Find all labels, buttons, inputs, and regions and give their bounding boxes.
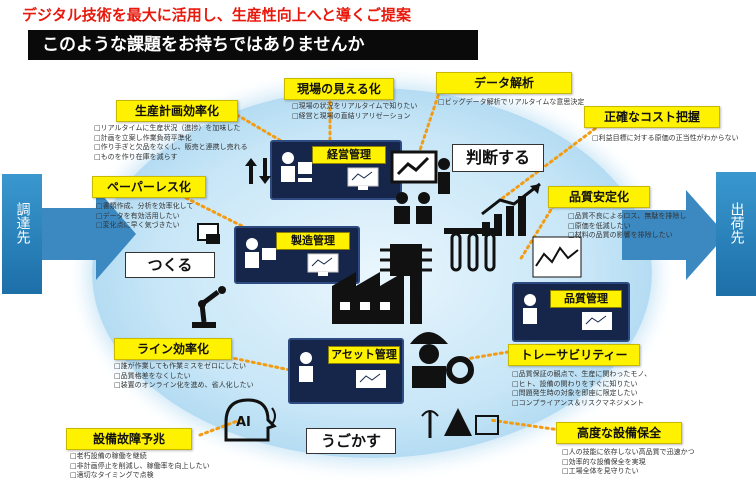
maintenance-icons — [421, 408, 499, 438]
issue-hozen-title: 高度な設備保全 — [556, 422, 682, 444]
presentation-meeting-icon — [390, 150, 450, 224]
factory-icon — [332, 260, 422, 324]
up-down-arrows-icon — [245, 158, 271, 184]
operator-icon — [245, 238, 276, 268]
hinshitsu-panel: 品質管理 — [512, 282, 630, 342]
issue-trace-title: トレーサビリティー — [508, 344, 640, 366]
issue-item: □書類作成、分析を効率化して — [96, 202, 194, 210]
issue-cost-title: 正確なコスト把握 — [584, 106, 720, 128]
issue-data-items: □ビッグデータ解析でリアルタイムな意思決定 — [438, 98, 584, 108]
issue-item: □品質格差をなくしたい — [114, 371, 191, 380]
ugokasu-label: うごかす — [306, 428, 396, 454]
issue-paperless-title: ペーパーレス化 — [92, 176, 206, 198]
inspector-icon — [523, 294, 537, 324]
seizo-tag: 製造管理 — [276, 232, 350, 250]
issue-hinshitsu-title: 品質安定化 — [548, 186, 650, 208]
engineer-icon — [299, 352, 313, 382]
issue-seisan-items: □リアルタイムに生産状況（進捗）を加味した □計画を立案し作業負荷平準化 □作り… — [94, 124, 248, 162]
issue-paperless-items: □書類作成、分析を効率化して □データを有効活用したい □変化点に早く気づきたい — [96, 202, 193, 231]
keiei-tag: 経営管理 — [312, 146, 386, 164]
issue-item: □適切なタイミングで点検 — [70, 471, 154, 479]
issue-item: □効率的な設備保全を実現 — [562, 457, 646, 466]
issue-line-title: ライン効率化 — [114, 338, 232, 360]
line-chart-icon — [532, 236, 582, 278]
issue-item: □人の技能に依存しない高品質で迅速かつ — [562, 448, 695, 456]
tsukuru-label: つくる — [125, 252, 215, 278]
issue-item: □品質保証の観点で、生産に関わったモノ、 — [512, 370, 652, 378]
headline: デジタル技術を最大に活用し、生産性向上へと導くご提案 — [22, 6, 411, 24]
issue-item: □リアルタイムに生産状況（進捗）を加味した — [94, 124, 241, 132]
asset-tag: アセット管理 — [328, 346, 400, 364]
issue-item: □データを有効活用したい — [96, 211, 180, 220]
seizo-panel: 製造管理 — [234, 226, 360, 284]
issue-seisan-title: 生産計画効率化 — [116, 100, 238, 122]
inbound-arrow — [42, 188, 136, 280]
issue-item: □ものを作り在庫を減らす — [94, 152, 178, 161]
asset-panel: アセット管理 — [288, 338, 404, 404]
issue-data-title: データ解析 — [436, 72, 572, 94]
tablet-hand-icon — [197, 223, 220, 244]
issue-yochi-items: □老朽設備の稼働を継続 □非計画停止を削減し、稼働率を向上したい □適切なタイミ… — [70, 452, 210, 481]
issue-item: □装置のオンライン化を進め、省人化したい — [114, 381, 254, 389]
ai-head-icon: AI — [224, 398, 277, 442]
issue-item: □誰が作業しても作業ミスをゼロにしたい — [114, 362, 247, 370]
hinshitsu-tag: 品質管理 — [550, 290, 622, 308]
issue-mieru-items: □現場の状況をリアルタイムで知りたい □経営と現場の直結リアリゼーション — [292, 102, 417, 121]
banner-title: このような課題をお持ちではありませんか — [28, 30, 478, 60]
handan-label: 判断する — [452, 144, 544, 172]
issue-hozen-items: □人の技能に依存しない高品質で迅速かつ □効率的な設備保全を実現 □工場全体を見… — [562, 448, 695, 477]
test-tubes-icon — [444, 228, 502, 272]
issue-item: □ビッグデータ解析でリアルタイムな意思決定 — [438, 98, 585, 106]
chip-icon — [380, 244, 432, 276]
monitor-icon — [347, 167, 379, 190]
shipping-label-box: 出荷先 — [716, 172, 756, 296]
issue-line-items: □誰が作業しても作業ミスをゼロにしたい □品質格差をなくしたい □装置のオンライ… — [114, 362, 254, 391]
issue-item: □計画を立案し作業負荷平準化 — [94, 133, 192, 142]
procurement-label-box: 調達先 — [2, 174, 42, 294]
keiei-panel: 経営管理 — [270, 140, 402, 200]
issue-item: □コンプライアンス＆リスクマネジメント — [512, 398, 644, 407]
robot-arm-icon — [192, 286, 226, 328]
issue-item: □変化点に早く気づきたい — [96, 221, 180, 229]
monitor-icon — [356, 370, 386, 388]
issue-hinshitsu-items: □品質不良によるロス、無駄を排除し □原価を低減したい □材料の品質の影響を排除… — [568, 212, 686, 241]
monitor-icon — [307, 253, 339, 276]
issue-item: □利益目標に対する原価の正当性がわからない — [592, 134, 739, 142]
procurement-label: 調達先 — [14, 202, 31, 244]
issue-item: □現場の状況をリアルタイムで知りたい — [292, 102, 418, 110]
issue-item: □経営と現場の直結リアリゼーション — [292, 111, 411, 120]
worker-pc-icon — [281, 152, 312, 182]
issue-cost-items: □利益目標に対する原価の正当性がわからない — [592, 134, 739, 144]
issue-yochi-title: 設備故障予兆 — [66, 428, 192, 450]
issue-item: □材料の品質の影響を排除したい — [568, 231, 673, 239]
issue-item: □ヒト、設備の関わりをすぐに知りたい — [512, 379, 638, 388]
outbound-arrow — [622, 190, 726, 280]
worker-gear-icon — [410, 332, 474, 388]
issue-trace-items: □品質保証の観点で、生産に関わったモノ、 □ヒト、設備の関わりをすぐに知りたい … — [512, 370, 651, 408]
monitor-icon — [582, 312, 612, 330]
issue-item: □工場全体を見守りたい — [562, 467, 639, 475]
issue-item: □原価を低減したい — [568, 221, 631, 230]
issue-item: □作り手ぎと欠品をなくし、販売と連携し売れる — [94, 143, 248, 151]
issue-mieru-title: 現場の見える化 — [284, 78, 394, 100]
issue-item: □老朽設備の稼働を継続 — [70, 452, 147, 460]
issue-item: □非計画停止を削減し、稼働率を向上したい — [70, 461, 210, 470]
issue-item: □品質不良によるロス、無駄を排除し — [568, 212, 687, 220]
ai-label: AI — [236, 415, 251, 430]
issue-item: □問題発生時の対象を即座に限定したい — [512, 389, 638, 397]
shipping-label: 出荷先 — [728, 202, 745, 244]
